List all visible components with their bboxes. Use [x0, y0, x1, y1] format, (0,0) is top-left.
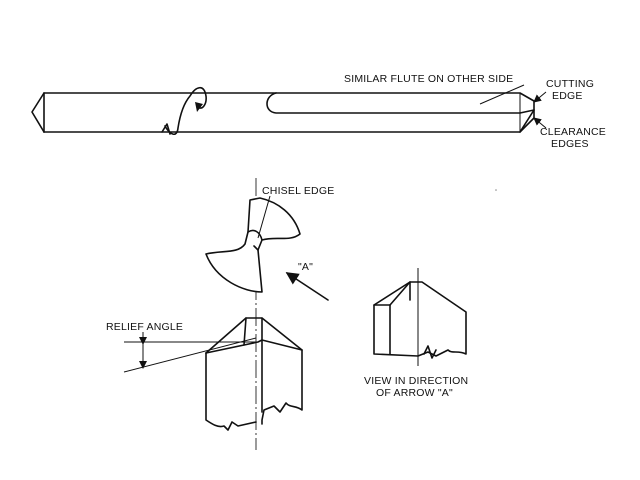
flute-leader: [479, 84, 525, 105]
similar-flute-label: SIMILAR FLUTE ON OTHER SIDE: [344, 73, 513, 85]
speck-dot: [495, 189, 497, 191]
chisel-edge-label: CHISEL EDGE: [262, 185, 334, 197]
drill-point-side-view: [205, 317, 303, 431]
view-direction-label-1: VIEW IN DIRECTION: [364, 375, 468, 387]
cutting-edge-label-1: CUTTING: [546, 78, 594, 90]
view-direction-label-2: OF ARROW "A": [376, 387, 453, 399]
view-a-drawing: [373, 268, 467, 366]
clearance-edge-leader: [533, 117, 547, 129]
cutting-edge-leader: [533, 91, 547, 103]
arrow-a-label: "A": [298, 261, 313, 273]
view-direction-arrow: [285, 272, 329, 301]
relief-angle-label: RELIEF ANGLE: [106, 321, 183, 333]
rotation-arrow: [161, 86, 207, 135]
cutting-edge-label-2: EDGE: [552, 90, 583, 102]
drill-end-view: [205, 197, 301, 293]
drill-side-view: [31, 92, 535, 133]
chisel-edge-leader: [257, 195, 271, 239]
clearance-edges-label-1: CLEARANCE: [540, 126, 606, 138]
clearance-edges-label-2: EDGES: [551, 138, 589, 150]
relief-angle-construction: [123, 332, 258, 373]
